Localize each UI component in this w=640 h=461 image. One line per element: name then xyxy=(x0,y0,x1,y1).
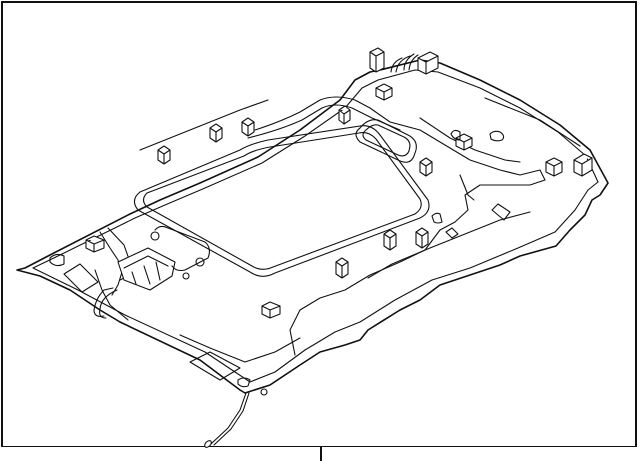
clip-top-right xyxy=(418,52,438,74)
diamond-tab xyxy=(492,204,510,220)
wire-bundle-top xyxy=(391,54,418,72)
map-lamp-bracket xyxy=(118,226,209,290)
clip-d xyxy=(420,158,432,176)
overhead-console-opening-inner xyxy=(363,125,410,156)
clip-a xyxy=(376,84,392,100)
harness-lead-front xyxy=(94,288,117,318)
pad-bottom-1 xyxy=(190,352,240,380)
clip-c xyxy=(456,134,472,150)
overhead-console-opening-outer xyxy=(356,120,416,163)
rear-edge-line xyxy=(485,98,580,146)
harness-lead-connector xyxy=(203,439,212,448)
clip-n xyxy=(86,236,104,252)
clip-m xyxy=(262,302,280,318)
callout-leader-tick xyxy=(320,447,322,461)
harness-lead-rear xyxy=(208,393,249,446)
clip-k xyxy=(384,230,396,250)
headliner-inner-edge xyxy=(33,70,598,382)
slot-1 xyxy=(432,213,442,223)
bolt-hole xyxy=(261,389,267,395)
slot-2 xyxy=(446,228,458,238)
side-rail-left xyxy=(140,100,268,150)
clip-h xyxy=(210,124,222,142)
pad-bottom-2 xyxy=(238,378,250,387)
clip-top-left xyxy=(370,48,384,72)
clip-g xyxy=(242,118,254,136)
clip-e xyxy=(546,158,562,176)
clip-i xyxy=(158,146,170,164)
oval-grommet xyxy=(490,131,504,140)
wiring-harness-main xyxy=(255,97,545,355)
clip-b xyxy=(339,106,350,124)
pad-left-2 xyxy=(64,264,98,292)
wiring-harness-secondary xyxy=(248,105,520,200)
pad-left-1 xyxy=(50,254,64,265)
clip-f xyxy=(574,154,592,176)
clip-l xyxy=(336,258,348,278)
bottom-rail xyxy=(180,335,300,362)
panel-features xyxy=(50,98,580,395)
drop-tab xyxy=(451,130,460,140)
sunroof-opening-inner xyxy=(144,133,422,270)
sunroof-opening-outer xyxy=(134,126,429,277)
side-rail-right xyxy=(368,212,530,278)
diagram-frame xyxy=(1,1,637,447)
clip-j xyxy=(416,228,428,248)
headliner-panel-outline xyxy=(17,60,608,393)
retainer-clips xyxy=(86,48,592,318)
